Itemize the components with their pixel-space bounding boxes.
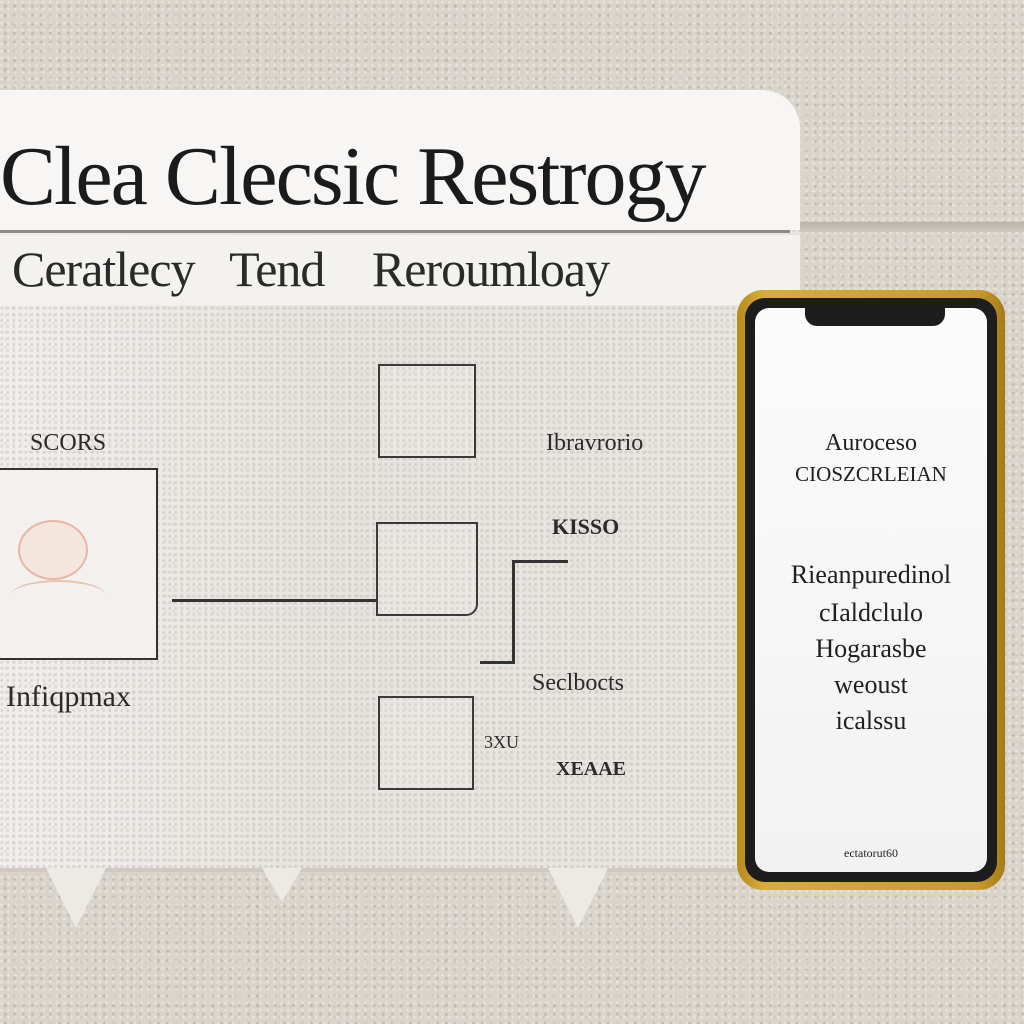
left-label-bottom: Infiqpmax (6, 680, 131, 713)
subtitle-word: Ceratlecy (12, 241, 196, 297)
phone-body-line: cIaldclulo (819, 598, 923, 627)
phone-notch (805, 308, 945, 326)
sign-subtitle: Ceratlecy Tend Reroumloay (12, 240, 633, 298)
subtitle-word: Reroumloay (371, 241, 610, 297)
connector-line (512, 560, 515, 664)
title-band (0, 90, 800, 230)
left-label-top: SCORS (30, 430, 107, 456)
phone-body-line: Rieanpuredinol (790, 560, 952, 589)
title-divider (0, 230, 790, 233)
smartphone: Auroceso CIOSZCRLEIAN Rieanpuredinol cIa… (737, 290, 1005, 890)
wall-seam (795, 222, 1024, 232)
diagram-label: Ibravrorio (546, 430, 644, 456)
phone-screen[interactable]: Auroceso CIOSZCRLEIAN Rieanpuredinol cIa… (755, 308, 987, 872)
connector-line (172, 599, 378, 602)
diagram-box (378, 364, 476, 458)
diagram-box (378, 696, 474, 790)
diagram-label: XEAAE (556, 758, 627, 780)
phone-body-line: icalssu (835, 706, 907, 735)
phone-footer: ectatorut60 (844, 846, 898, 860)
subtitle-word: Tend (229, 241, 325, 297)
connector-line (512, 560, 568, 563)
phone-header-line: Auroceso (825, 430, 917, 456)
board-notch (262, 868, 302, 902)
diagram-label-small: 3XU (484, 732, 519, 752)
board-notch (548, 868, 608, 928)
face-sketch-icon (18, 520, 88, 580)
sign-board: Clea Clecsic Restrogy Ceratlecy Tend Rer… (0, 90, 800, 868)
sign-title: Clea Clecsic Restrogy (0, 130, 706, 223)
shoulder-sketch (10, 580, 106, 612)
phone-body-line: Hogarasbe (815, 634, 927, 663)
phone-header-line: CIOSZCRLEIAN (795, 462, 947, 486)
diagram-box (376, 522, 478, 616)
portrait-box (0, 468, 158, 660)
phone-bezel: Auroceso CIOSZCRLEIAN Rieanpuredinol cIa… (745, 298, 997, 882)
board-notch (46, 868, 106, 928)
subtitle-band (0, 235, 800, 305)
phone-body-line: weoust (834, 670, 908, 699)
diagram-label: Seclbocts (532, 670, 624, 696)
connector-line (480, 661, 514, 664)
diagram-label: KISSO (552, 514, 620, 539)
